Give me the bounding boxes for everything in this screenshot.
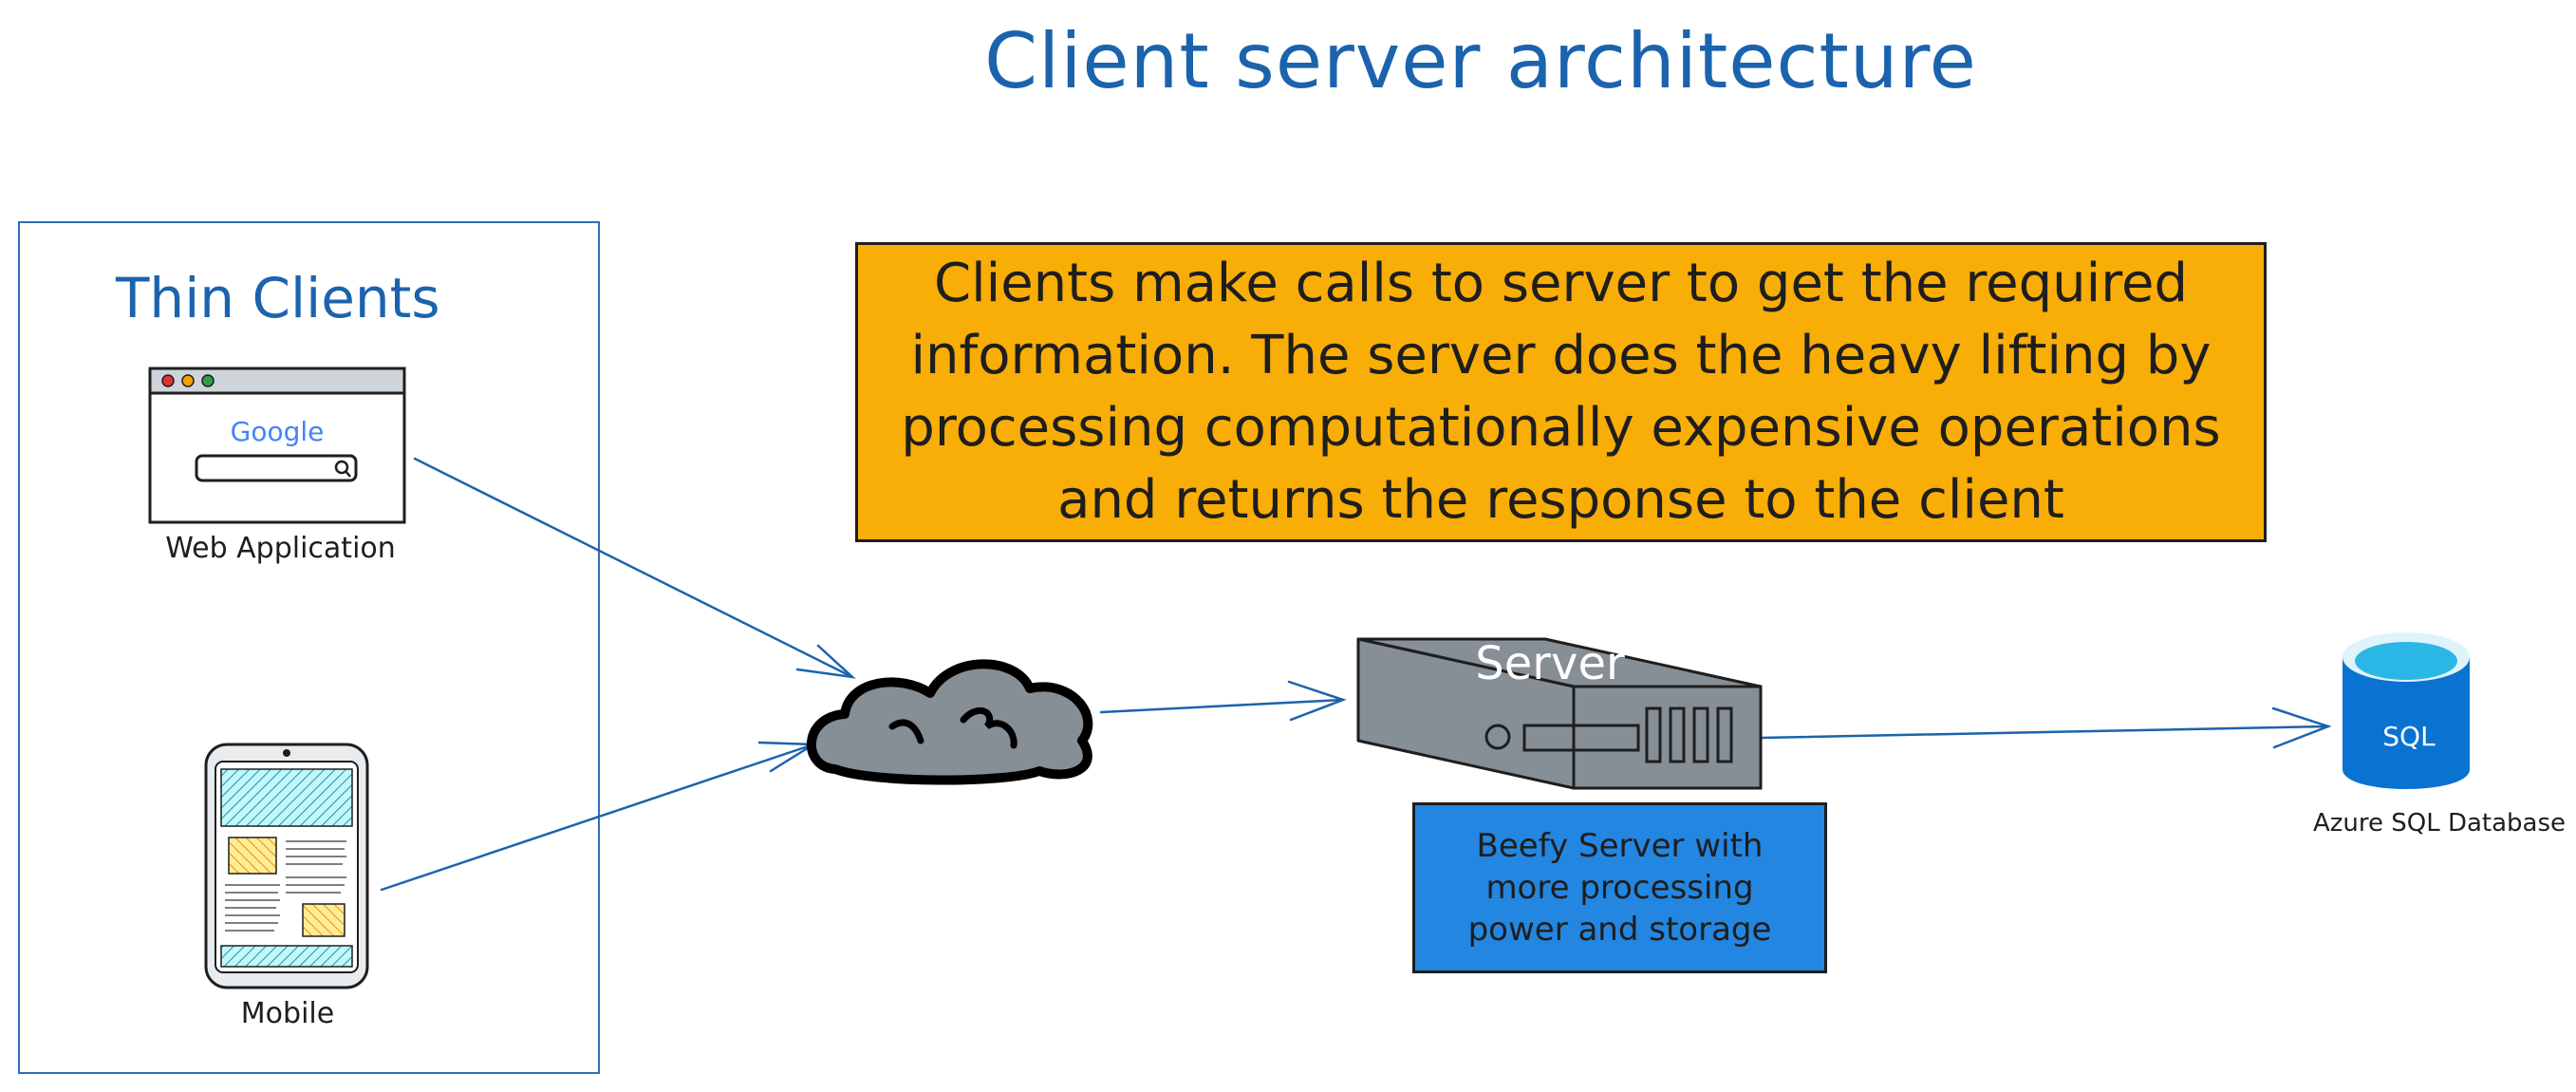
sql-badge: SQL (2382, 721, 2436, 752)
explanation-note: Clients make calls to server to get the … (855, 242, 2267, 542)
server-icon: Server (1356, 637, 1763, 790)
arrow-web-to-cloud (413, 457, 856, 679)
server-description: Beefy Server with more processing power … (1412, 802, 1827, 973)
sql-database-icon: SQL (2343, 632, 2470, 789)
mobile-caption: Mobile (240, 997, 335, 1030)
database-caption: Azure SQL Database (2312, 809, 2567, 838)
mobile-phone-icon (204, 743, 369, 989)
web-application-caption: Web Application (165, 532, 396, 565)
thin-clients-label: Thin Clients (116, 266, 440, 330)
cloud-icon (807, 659, 1093, 785)
arrow-server-to-database (1759, 706, 2332, 749)
browser-window-icon: Google (148, 367, 406, 524)
arrow-mobile-to-cloud (380, 741, 818, 892)
google-logo-text: Google (231, 416, 325, 447)
thin-clients-group (18, 221, 600, 1074)
server-label: Server (1475, 637, 1625, 690)
arrow-cloud-to-server (1099, 680, 1347, 722)
page-title: Client server architecture (984, 17, 1977, 105)
